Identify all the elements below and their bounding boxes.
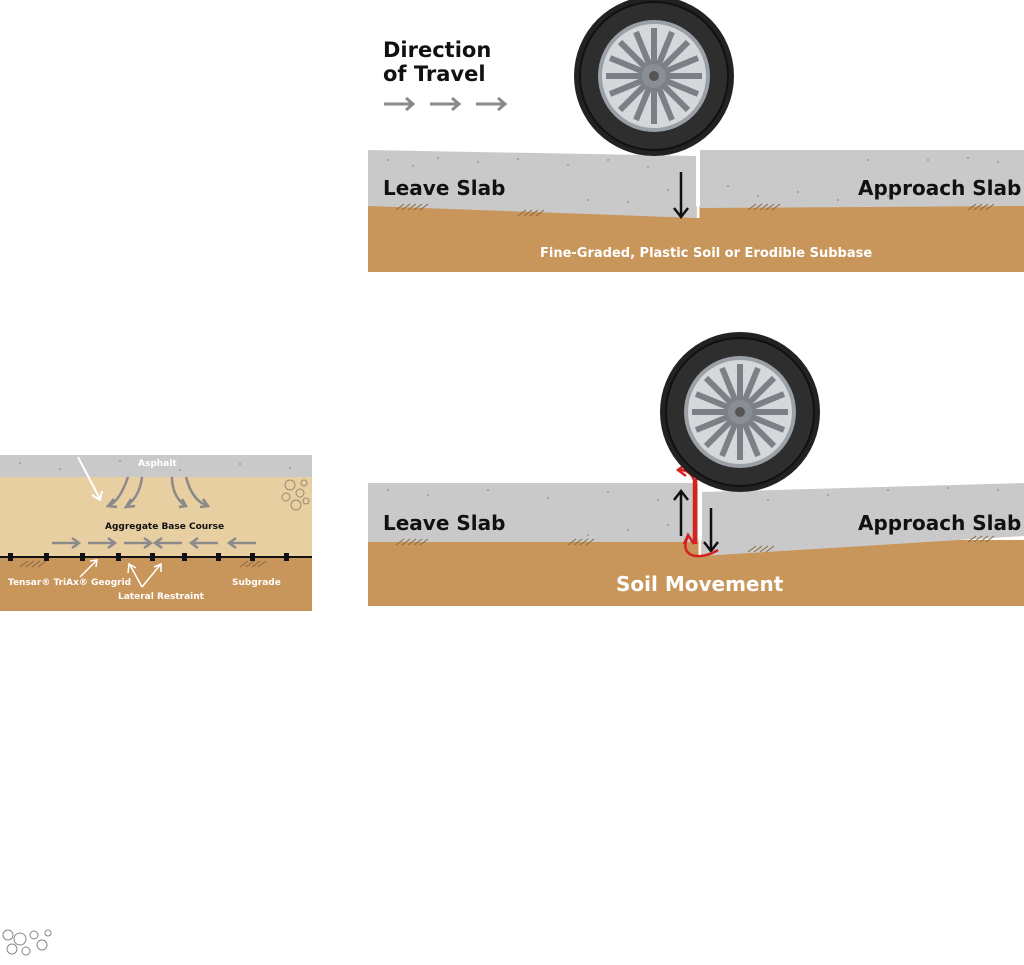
bottom-approach-slab-label: Approach Slab xyxy=(858,511,1022,535)
aggregate-stones-icon xyxy=(2,929,52,956)
direction-title-line1: Direction xyxy=(383,38,492,62)
direction-of-travel-title: Direction of Travel xyxy=(383,38,491,86)
asphalt-layer xyxy=(0,455,312,477)
asphalt-label: Asphalt xyxy=(138,459,177,469)
aggregate-base-label: Aggregate Base Course xyxy=(105,522,225,532)
tire-icon xyxy=(574,0,734,156)
geogrid-label: Tensar® TriAx® Geogrid xyxy=(8,578,132,588)
soil-movement-label: Soil Movement xyxy=(616,572,784,596)
leave-slab xyxy=(368,483,698,542)
tire-icon xyxy=(660,332,820,492)
top-approach-slab-label: Approach Slab xyxy=(858,176,1022,200)
approach-slab xyxy=(700,150,1024,208)
arrow-right-icon xyxy=(476,96,508,112)
aggregate-stones-icon xyxy=(281,479,310,511)
bottom-diagram xyxy=(368,332,1024,606)
arrow-down-icon xyxy=(673,172,689,220)
top-diagram xyxy=(368,0,1024,272)
direction-arrows xyxy=(384,96,508,112)
lateral-restraint-label: Lateral Restraint xyxy=(118,592,204,602)
geogrid-diagram xyxy=(0,455,312,611)
subgrade-label: Subgrade xyxy=(232,578,281,588)
top-leave-slab-label: Leave Slab xyxy=(383,176,506,200)
arrow-down-icon xyxy=(703,508,719,554)
leave-slab xyxy=(368,150,696,218)
approach-slab xyxy=(702,483,1024,556)
soil-layer xyxy=(368,540,1024,606)
subbase-label: Fine-Graded, Plastic Soil or Erodible Su… xyxy=(540,246,873,261)
bottom-leave-slab-label: Leave Slab xyxy=(383,511,506,535)
direction-title-line2: of Travel xyxy=(383,62,486,86)
arrow-up-icon xyxy=(673,488,689,536)
arrow-right-icon xyxy=(384,96,416,112)
arrow-right-icon xyxy=(430,96,462,112)
